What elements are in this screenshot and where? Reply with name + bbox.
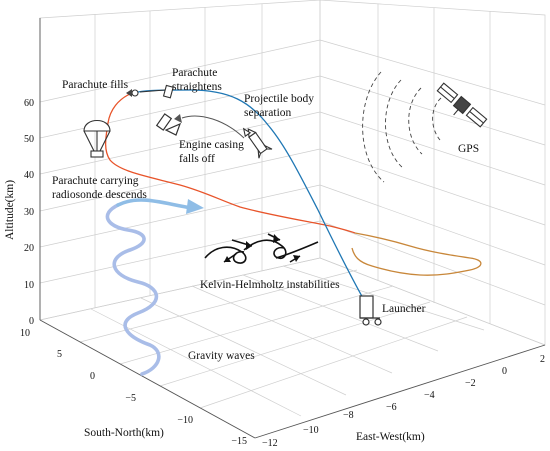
kh-arrowheads <box>224 234 300 262</box>
label-projectile-separation-2: separation <box>244 107 292 119</box>
x-axis-line <box>254 344 546 439</box>
x-tick: −2 <box>465 378 476 389</box>
z-tick: 20 <box>24 243 34 254</box>
y-tick: −5 <box>125 393 136 404</box>
y-axis-line <box>39 319 256 439</box>
parachute-icon <box>83 119 111 158</box>
y-tick: 10 <box>20 328 30 339</box>
descent-trajectory <box>104 92 356 234</box>
label-gps: GPS <box>458 143 479 155</box>
satellite-icon <box>436 82 488 128</box>
casing-fall-arrowhead <box>174 114 182 123</box>
drift-trajectory <box>351 232 482 276</box>
z-tick: 10 <box>24 280 34 291</box>
x-tick: 2 <box>540 354 545 365</box>
engine-casing-icon <box>155 113 182 136</box>
label-parachute-straightens-2: straightens <box>172 81 222 93</box>
label-parachute-fills: Parachute fills <box>62 79 129 91</box>
x-tick: −6 <box>386 402 397 413</box>
gravity-wave-arrow <box>116 198 194 210</box>
label-radiosonde-1: Parachute carrying <box>52 175 139 187</box>
parachute-fills-arrowhead <box>126 89 132 97</box>
rocket-nose-icon <box>242 127 252 138</box>
x-axis-title: East-West(km) <box>356 431 425 443</box>
gps-signal-arcs <box>362 71 442 183</box>
gravity-wave-arrowhead <box>186 199 204 214</box>
y-tick: 0 <box>90 371 95 382</box>
x-tick: −10 <box>303 425 319 436</box>
label-engine-casing-1: Engine casing <box>179 139 244 151</box>
label-projectile-separation-1: Projectile body <box>244 93 314 105</box>
x-tick: 0 <box>502 366 507 377</box>
z-tick: 40 <box>24 170 34 181</box>
gravity-wave-curve <box>105 203 161 376</box>
y-ticks: 10 5 0 −5 −10 −15 <box>20 328 247 447</box>
ascent-trajectory <box>137 89 365 301</box>
parachute-straightens-icon <box>131 84 174 99</box>
z-tick: 60 <box>24 98 34 109</box>
label-engine-casing-2: falls off <box>179 153 215 165</box>
kh-vortex-icon <box>204 233 319 264</box>
x-tick: −4 <box>424 390 435 401</box>
label-gravity-waves: Gravity waves <box>188 350 255 362</box>
x-tick: −12 <box>262 438 278 449</box>
label-kelvin-helmholtz: Kelvin-Helmholtz instabilities <box>200 279 340 291</box>
z-tick: 0 <box>29 316 34 327</box>
y-tick: −15 <box>231 436 247 447</box>
y-axis-title: South-North(km) <box>84 427 164 439</box>
z-axis-title: Altitude(km) <box>4 180 16 240</box>
y-tick: −10 <box>177 415 193 426</box>
grid-right-wall <box>319 0 546 346</box>
z-tick: 50 <box>24 134 34 145</box>
casing-fall-arrow <box>181 115 245 139</box>
label-radiosonde-2: radiosonde descends <box>52 189 147 201</box>
label-launcher: Launcher <box>382 303 426 315</box>
label-parachute-straightens-1: Parachute <box>172 67 217 79</box>
rocket-icon <box>247 128 273 159</box>
launcher-icon <box>359 295 382 326</box>
y-tick: 5 <box>57 349 62 360</box>
z-tick: 30 <box>24 207 34 218</box>
z-ticks: 0 10 20 30 40 50 60 <box>24 98 34 327</box>
x-ticks: −12 −10 −8 −6 −4 −2 0 2 <box>262 354 545 449</box>
x-tick: −8 <box>343 410 354 421</box>
